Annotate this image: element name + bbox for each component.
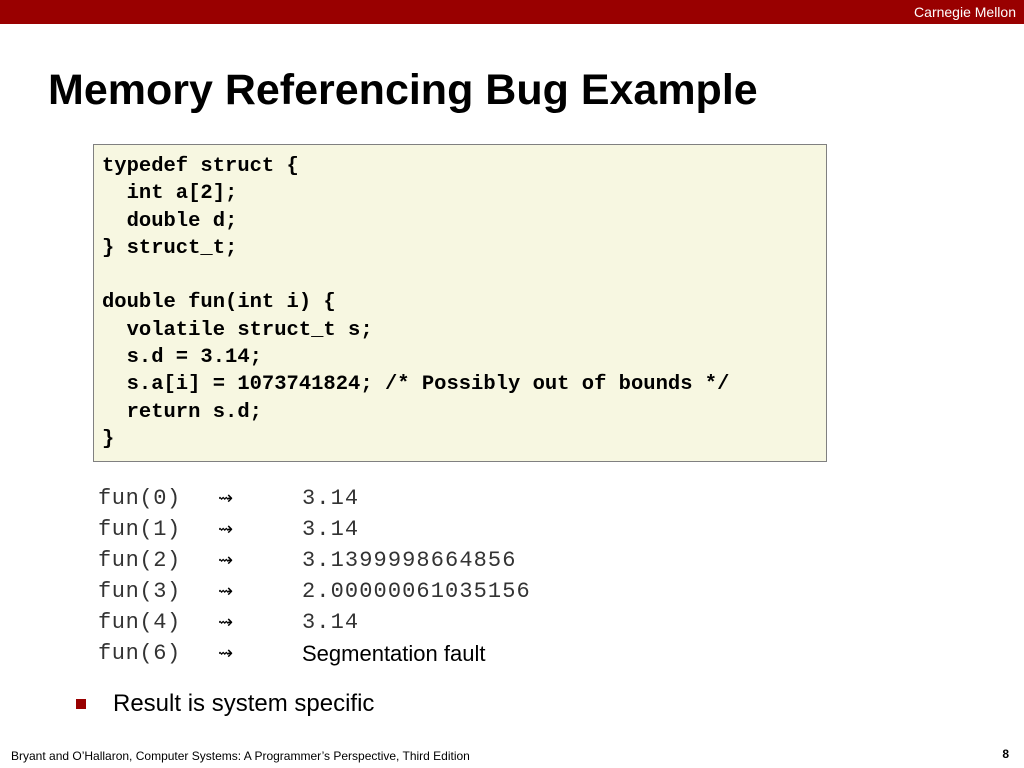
- result-value: 3.14: [302, 517, 360, 542]
- code-line: }: [102, 427, 115, 451]
- org-name: Carnegie Mellon: [914, 4, 1016, 20]
- header-bar: Carnegie Mellon: [0, 0, 1024, 24]
- result-row: fun(1) ⇝ 3.14: [98, 514, 698, 545]
- code-line: volatile struct_t s;: [102, 318, 373, 342]
- arrow-icon: ⇝: [218, 488, 234, 509]
- result-value: 3.14: [302, 610, 360, 635]
- footer-citation: Bryant and O’Hallaron, Computer Systems:…: [11, 749, 470, 763]
- function-call: fun(1): [98, 517, 181, 542]
- result-row: fun(0) ⇝ 3.14: [98, 483, 698, 514]
- code-line: double d;: [102, 209, 238, 233]
- arrow-icon: ⇝: [218, 581, 234, 602]
- code-line: typedef struct {: [102, 155, 299, 178]
- function-call: fun(4): [98, 610, 181, 635]
- function-call: fun(0): [98, 486, 181, 511]
- result-row: fun(4) ⇝ 3.14: [98, 607, 698, 638]
- code-line: [102, 262, 818, 289]
- code-line: s.a[i] = 1073741824; /* Possibly out of …: [102, 373, 730, 397]
- result-value: 2.00000061035156: [302, 579, 531, 604]
- code-block: typedef struct { int a[2]; double d; } s…: [93, 144, 827, 462]
- result-value: Segmentation fault: [302, 641, 486, 666]
- function-call: fun(3): [98, 579, 181, 604]
- function-call: fun(2): [98, 548, 181, 573]
- code-line: int a[2];: [102, 182, 238, 206]
- result-row: fun(6) ⇝ Segmentation fault: [98, 638, 698, 669]
- results-list: fun(0) ⇝ 3.14 fun(1) ⇝ 3.14 fun(2) ⇝ 3.1…: [98, 483, 698, 669]
- code-line: double fun(int i) {: [102, 291, 336, 315]
- code-line: } struct_t;: [102, 236, 238, 260]
- arrow-icon: ⇝: [218, 550, 234, 571]
- slide-title: Memory Referencing Bug Example: [48, 66, 758, 114]
- result-row: fun(3) ⇝ 2.00000061035156: [98, 576, 698, 607]
- arrow-icon: ⇝: [218, 519, 234, 540]
- code-line: s.d = 3.14;: [102, 346, 262, 370]
- arrow-icon: ⇝: [218, 612, 234, 633]
- bullet-marker-icon: [76, 699, 86, 709]
- result-row: fun(2) ⇝ 3.1399998664856: [98, 545, 698, 576]
- function-call: fun(6): [98, 641, 181, 666]
- result-value: 3.14: [302, 486, 360, 511]
- code-line: return s.d;: [102, 400, 262, 424]
- bullet-text: Result is system specific: [113, 690, 375, 717]
- arrow-icon: ⇝: [218, 643, 234, 664]
- page-number: 8: [1002, 747, 1009, 761]
- result-value: 3.1399998664856: [302, 548, 517, 573]
